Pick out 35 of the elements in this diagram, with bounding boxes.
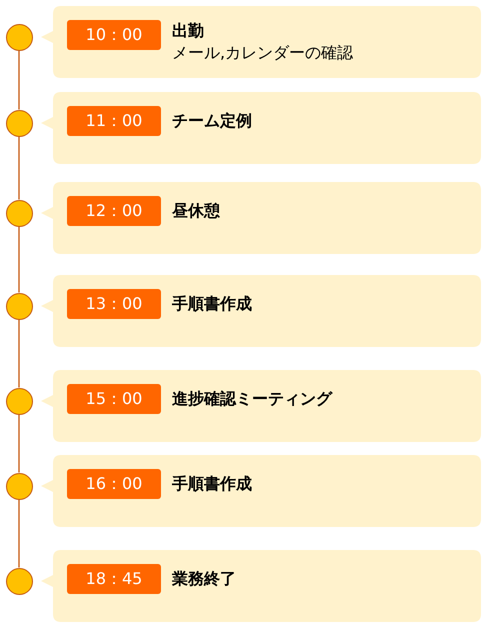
event-title: 進捗確認ミーティング bbox=[172, 388, 332, 410]
speech-bubble-card bbox=[41, 370, 481, 442]
event-description: メール,カレンダーの確認 bbox=[172, 42, 354, 64]
event-title: 出勤 bbox=[172, 20, 205, 42]
event-title: 手順書作成 bbox=[172, 293, 252, 315]
event-title: 昼休憩 bbox=[172, 200, 220, 222]
event-title: 業務終了 bbox=[172, 568, 236, 590]
timeline-marker bbox=[6, 200, 32, 226]
time-badge: 18：45 bbox=[67, 564, 161, 594]
event-title: チーム定例 bbox=[172, 110, 252, 132]
timeline-marker bbox=[6, 110, 32, 136]
event-title: 手順書作成 bbox=[172, 473, 252, 495]
timeline-marker bbox=[6, 292, 32, 320]
timeline-marker bbox=[6, 24, 32, 50]
timeline-line bbox=[18, 500, 20, 568]
timeline-line bbox=[18, 414, 20, 472]
speech-bubble-card bbox=[41, 455, 481, 527]
time-badge: 10：00 bbox=[67, 20, 161, 50]
speech-bubble-card bbox=[41, 182, 481, 254]
speech-bubble-card bbox=[41, 550, 481, 622]
time-badge: 13：00 bbox=[67, 289, 161, 319]
speech-bubble-card bbox=[41, 6, 481, 78]
timeline-marker bbox=[6, 388, 32, 414]
timeline-marker bbox=[6, 472, 32, 500]
timeline-line bbox=[18, 50, 20, 110]
speech-bubble-card bbox=[41, 275, 481, 347]
time-badge: 11：00 bbox=[67, 106, 161, 136]
time-badge: 15：00 bbox=[67, 384, 161, 414]
time-badge: 12：00 bbox=[67, 196, 161, 226]
time-badge: 16：00 bbox=[67, 469, 161, 499]
speech-bubble-card bbox=[41, 92, 481, 164]
timeline-line bbox=[18, 226, 20, 292]
timeline-marker bbox=[6, 568, 32, 594]
timeline-line bbox=[18, 136, 20, 200]
timeline-line bbox=[18, 320, 20, 388]
